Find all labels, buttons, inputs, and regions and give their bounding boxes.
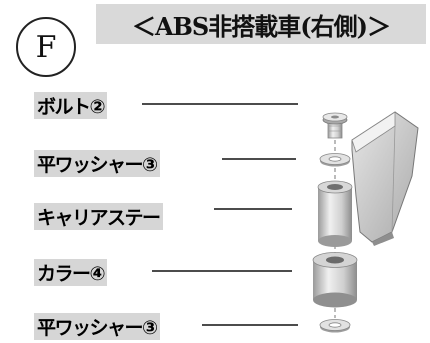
carrier-stay-spacer-shape	[317, 180, 353, 247]
part-label-washer-bottom: 平ワッシャー③	[34, 313, 160, 340]
washer-bottom-shape	[319, 319, 351, 333]
part-label-carrier-stay: キャリアステー	[34, 203, 163, 230]
carrier-bracket-shape	[351, 111, 419, 246]
washer-top-shape	[319, 153, 351, 167]
diagram-title: ＜ABS非搭載車(右側)＞	[96, 4, 426, 44]
section-badge: F	[16, 17, 76, 77]
bolt-shape	[322, 112, 348, 139]
section-letter: F	[35, 29, 57, 65]
collar-shape	[312, 252, 358, 308]
part-label-bolt: ボルト②	[34, 92, 108, 119]
part-label-collar: カラー④	[34, 259, 108, 286]
part-label-washer-top: 平ワッシャー③	[34, 150, 160, 177]
